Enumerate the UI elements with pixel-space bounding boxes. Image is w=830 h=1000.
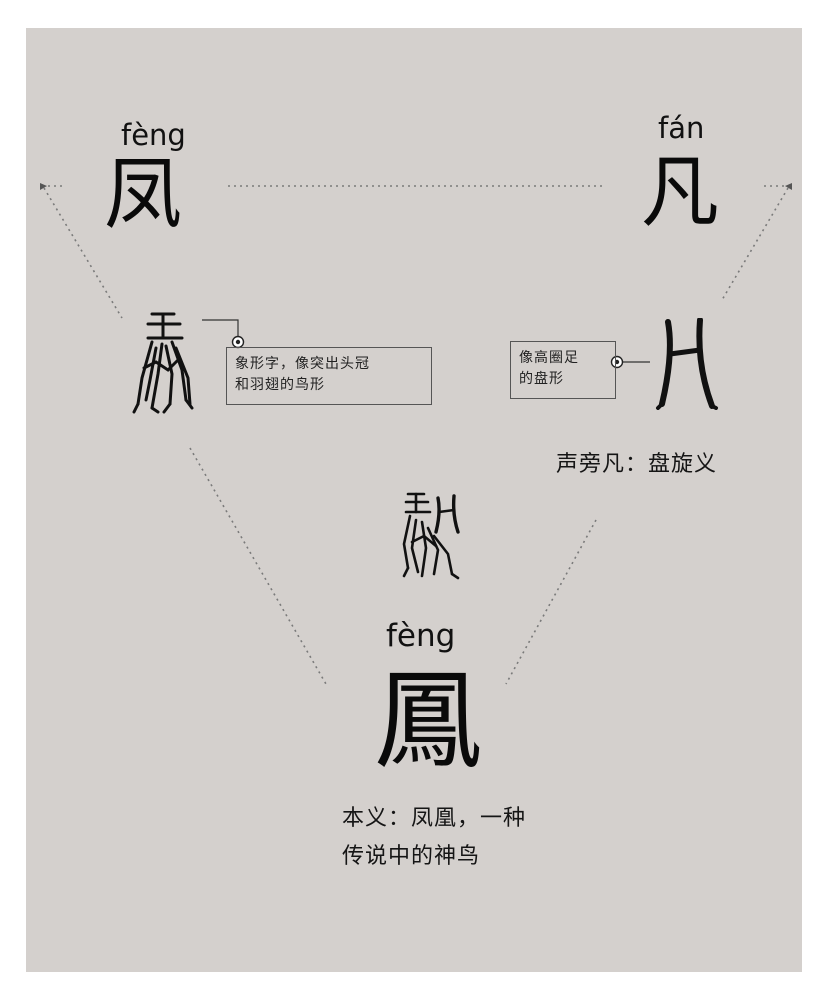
left-callout-pointer (202, 319, 239, 342)
left-callout-box: 象形字，像突出头冠 和羽翅的鸟形 (226, 347, 432, 405)
bottom-note: 本义：凤凰，一种 传说中的神鸟 (342, 806, 527, 869)
bottom-character: 鳳 (374, 659, 483, 784)
right-upper-connector (721, 187, 789, 301)
right-arrowhead (785, 183, 792, 190)
bottom-pinyin: fèng (386, 618, 456, 654)
top-right-character: 凡 (641, 148, 720, 238)
top-left-pinyin: fèng (121, 118, 186, 152)
top-right-pinyin: fán (658, 111, 705, 145)
right-callout-dot (610, 355, 624, 369)
left-lower-connector (189, 447, 327, 685)
left-upper-connector (43, 187, 123, 319)
combined-ancient-glyph-icon (402, 492, 460, 580)
right-callout-box: 像高圈足 的盘形 (510, 341, 616, 399)
right-note: 声旁凡：盘旋义 (556, 452, 718, 477)
left-callout-dot (231, 335, 245, 349)
left-arrowhead (40, 183, 47, 190)
top-left-character: 凤 (104, 150, 183, 240)
oracle-plate-glyph-icon (656, 318, 718, 410)
right-lower-connector (505, 519, 597, 685)
oracle-bird-glyph-icon (132, 312, 194, 414)
